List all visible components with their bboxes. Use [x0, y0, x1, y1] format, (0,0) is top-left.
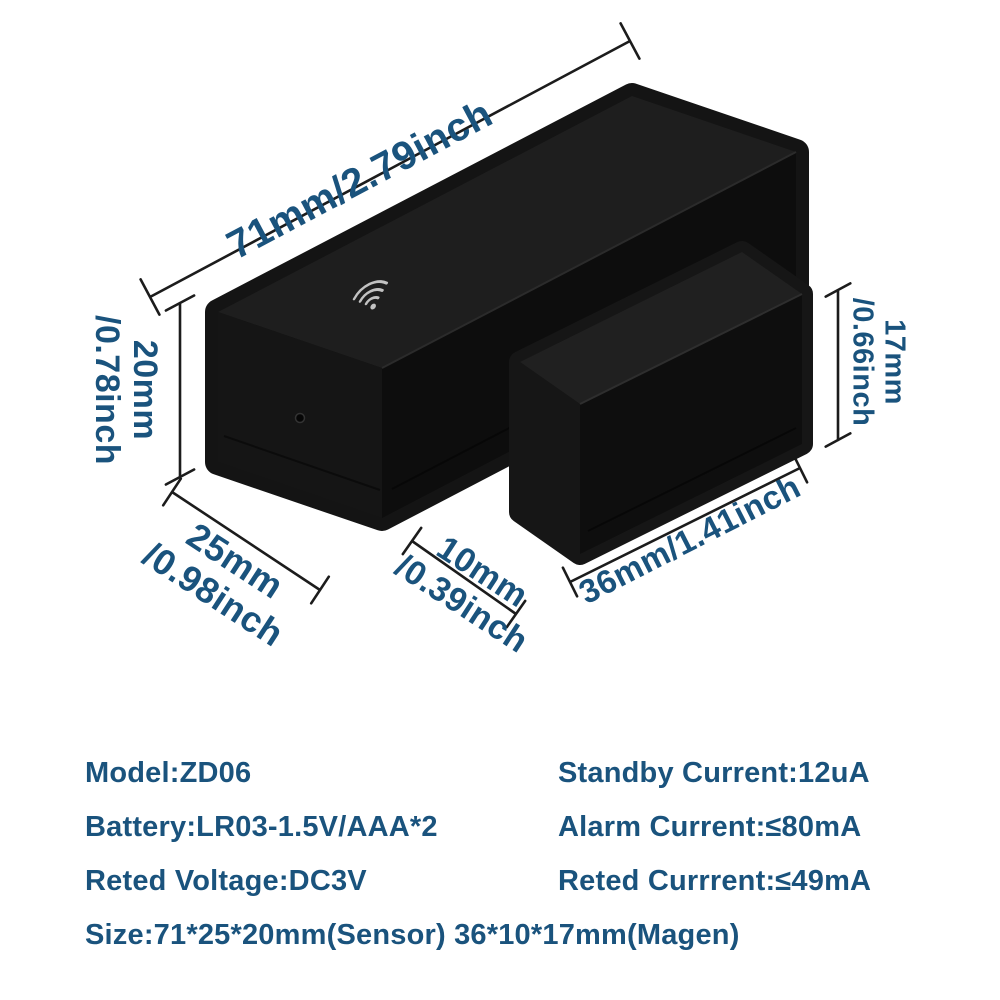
- magnet-body: [509, 241, 813, 565]
- bracket-sensor-length: [139, 22, 641, 316]
- magnet-height-mm: 17mm: [878, 319, 911, 405]
- magnet-top-face: [520, 252, 802, 404]
- bracket-magnet-height: [824, 282, 852, 448]
- spec-battery: Battery:LR03-1.5V/AAA*2: [85, 811, 438, 843]
- spec-rated-voltage: Reted Voltage:DC3V: [85, 865, 367, 897]
- led-indicator: [294, 412, 306, 424]
- magnet-edge-highlight: [579, 293, 803, 405]
- bracket-sensor-width: [161, 477, 331, 605]
- magnet-height-label: 17mm /0.66inch: [846, 297, 911, 427]
- magnet-end-face: [520, 362, 580, 554]
- spec-size: Size:71*25*20mm(Sensor) 36*10*17mm(Magen…: [85, 919, 740, 951]
- bracket-sensor-height: [164, 294, 196, 486]
- spec-standby-current: Standby Current:12uA: [558, 757, 870, 789]
- wifi-icon: [352, 280, 389, 310]
- dimension-brackets: [139, 22, 852, 629]
- magnet-case-seam: [587, 427, 797, 532]
- sensor-edge-highlight: [381, 151, 797, 369]
- sensor-top-face: [218, 96, 796, 368]
- sensor-height-inch: /0.78inch: [88, 314, 126, 466]
- sensor-height-label: 20mm /0.78inch: [88, 315, 164, 465]
- bracket-magnet-width: [401, 526, 527, 629]
- spec-rated-current: Reted Currrent:≤49mA: [558, 865, 872, 897]
- spec-alarm-current: Alarm Current:≤80mA: [558, 811, 862, 843]
- magnet-height-inch: /0.66inch: [846, 297, 878, 427]
- sensor-height-mm: 20mm: [126, 339, 165, 441]
- spec-model: Model:ZD06: [85, 757, 252, 789]
- magnet-front-face: [580, 294, 802, 554]
